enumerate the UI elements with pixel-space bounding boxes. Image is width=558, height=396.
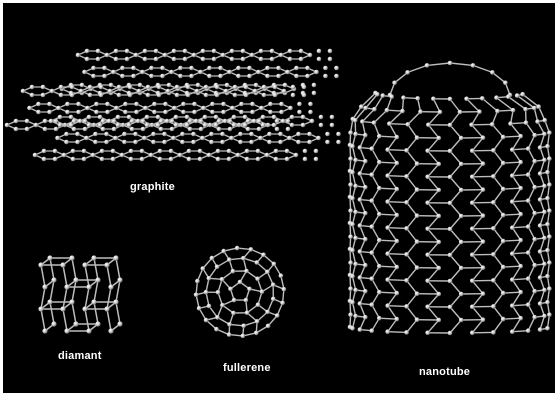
illustration-panel: graphite diamant fullerene nanotube [3,3,555,393]
graphite-caption: graphite [130,181,175,193]
graphite-model [5,49,341,162]
nanotube-model [348,61,552,336]
fullerene-model [194,246,286,338]
diamond-model [38,255,122,333]
nanotube-caption: nanotube [419,366,470,378]
fullerene-caption: fullerene [223,362,271,374]
diamant-caption: diamant [58,350,102,362]
carbon-allotropes-illustration [3,3,555,393]
